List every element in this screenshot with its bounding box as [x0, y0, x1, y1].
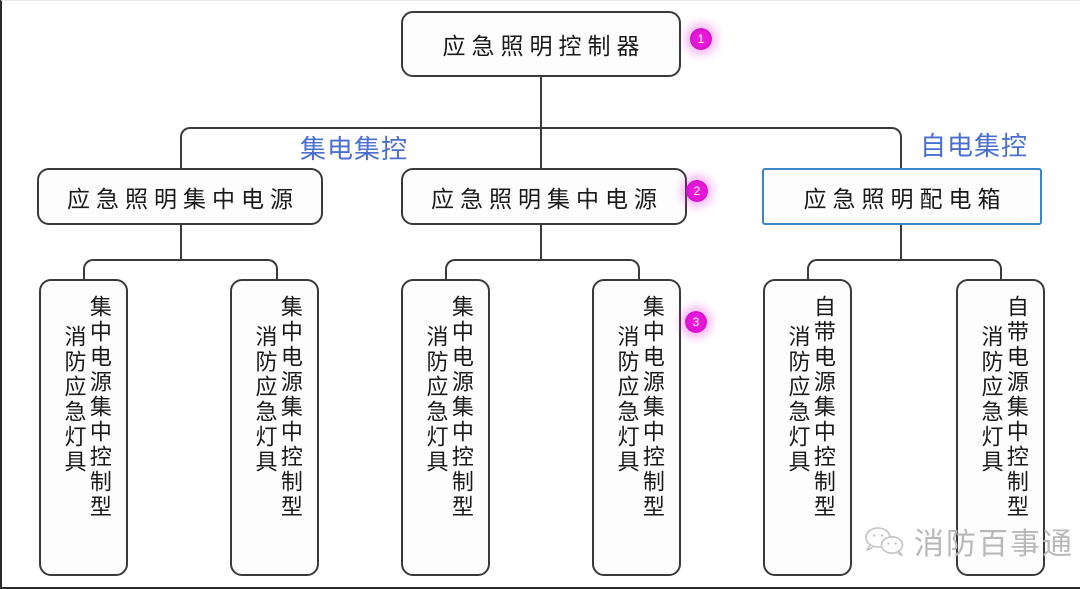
node-emergency-lighting-distribution-box[interactable]: 应急照明配电箱: [762, 168, 1042, 225]
node-central-power-supply-middle[interactable]: 应急照明集中电源: [401, 168, 687, 225]
leaf-text-secondary: 消防应急灯具: [614, 325, 640, 475]
connector-g1-stem: [180, 225, 182, 259]
badge-1: 1: [690, 28, 712, 50]
connector-g1-bus: [83, 259, 278, 281]
leaf-luminaire-2[interactable]: 集中电源集中控制型 消防应急灯具: [230, 279, 319, 576]
badge-2: 2: [686, 180, 708, 202]
node-central-power-supply-left[interactable]: 应急照明集中电源: [37, 168, 323, 225]
leaf-text-secondary: 消防应急灯具: [423, 325, 449, 475]
leaf-text-primary: 集中电源集中控制型: [277, 295, 303, 520]
leaf-text-primary: 自带电源集中控制型: [1003, 295, 1029, 520]
wechat-icon: [864, 525, 906, 557]
node-label: 应急照明控制器: [442, 34, 646, 59]
leaf-text-secondary: 消防应急灯具: [785, 325, 811, 475]
connector-g2-bus: [445, 259, 640, 281]
leaf-luminaire-5[interactable]: 自带电源集中控制型 消防应急灯具: [763, 279, 852, 576]
badge-3: 3: [685, 311, 707, 333]
node-label: 应急照明配电箱: [803, 186, 1007, 212]
connector-g3-stem: [900, 225, 902, 259]
leaf-luminaire-4[interactable]: 集中电源集中控制型 消防应急灯具: [592, 279, 681, 576]
leaf-text-primary: 集中电源集中控制型: [639, 295, 665, 520]
node-label: 应急照明集中电源: [67, 186, 299, 212]
node-label: 应急照明集中电源: [431, 186, 663, 212]
leaf-luminaire-1[interactable]: 集中电源集中控制型 消防应急灯具: [39, 279, 128, 576]
leaf-text-secondary: 消防应急灯具: [252, 325, 278, 475]
leaf-text-secondary: 消防应急灯具: [978, 325, 1004, 475]
leaf-luminaire-3[interactable]: 集中电源集中控制型 消防应急灯具: [401, 279, 490, 576]
node-emergency-lighting-controller[interactable]: 应急照明控制器: [401, 11, 681, 77]
leaf-text-primary: 集中电源集中控制型: [448, 295, 474, 520]
connector-g3-bus: [807, 259, 1002, 281]
leaf-text-secondary: 消防应急灯具: [61, 325, 87, 475]
leaf-luminaire-6[interactable]: 自带电源集中控制型 消防应急灯具: [956, 279, 1045, 576]
leaf-text-primary: 集中电源集中控制型: [86, 295, 112, 520]
caption-self-power-centralized-control: 自电集控: [920, 131, 1029, 161]
connector-root-stem: [540, 77, 542, 127]
leaf-text-primary: 自带电源集中控制型: [810, 295, 836, 520]
connector-g2-stem: [540, 225, 542, 259]
connector-root-middle-drop: [540, 127, 542, 169]
caption-centralized-power-centralized-control: 集电集控: [300, 134, 409, 164]
